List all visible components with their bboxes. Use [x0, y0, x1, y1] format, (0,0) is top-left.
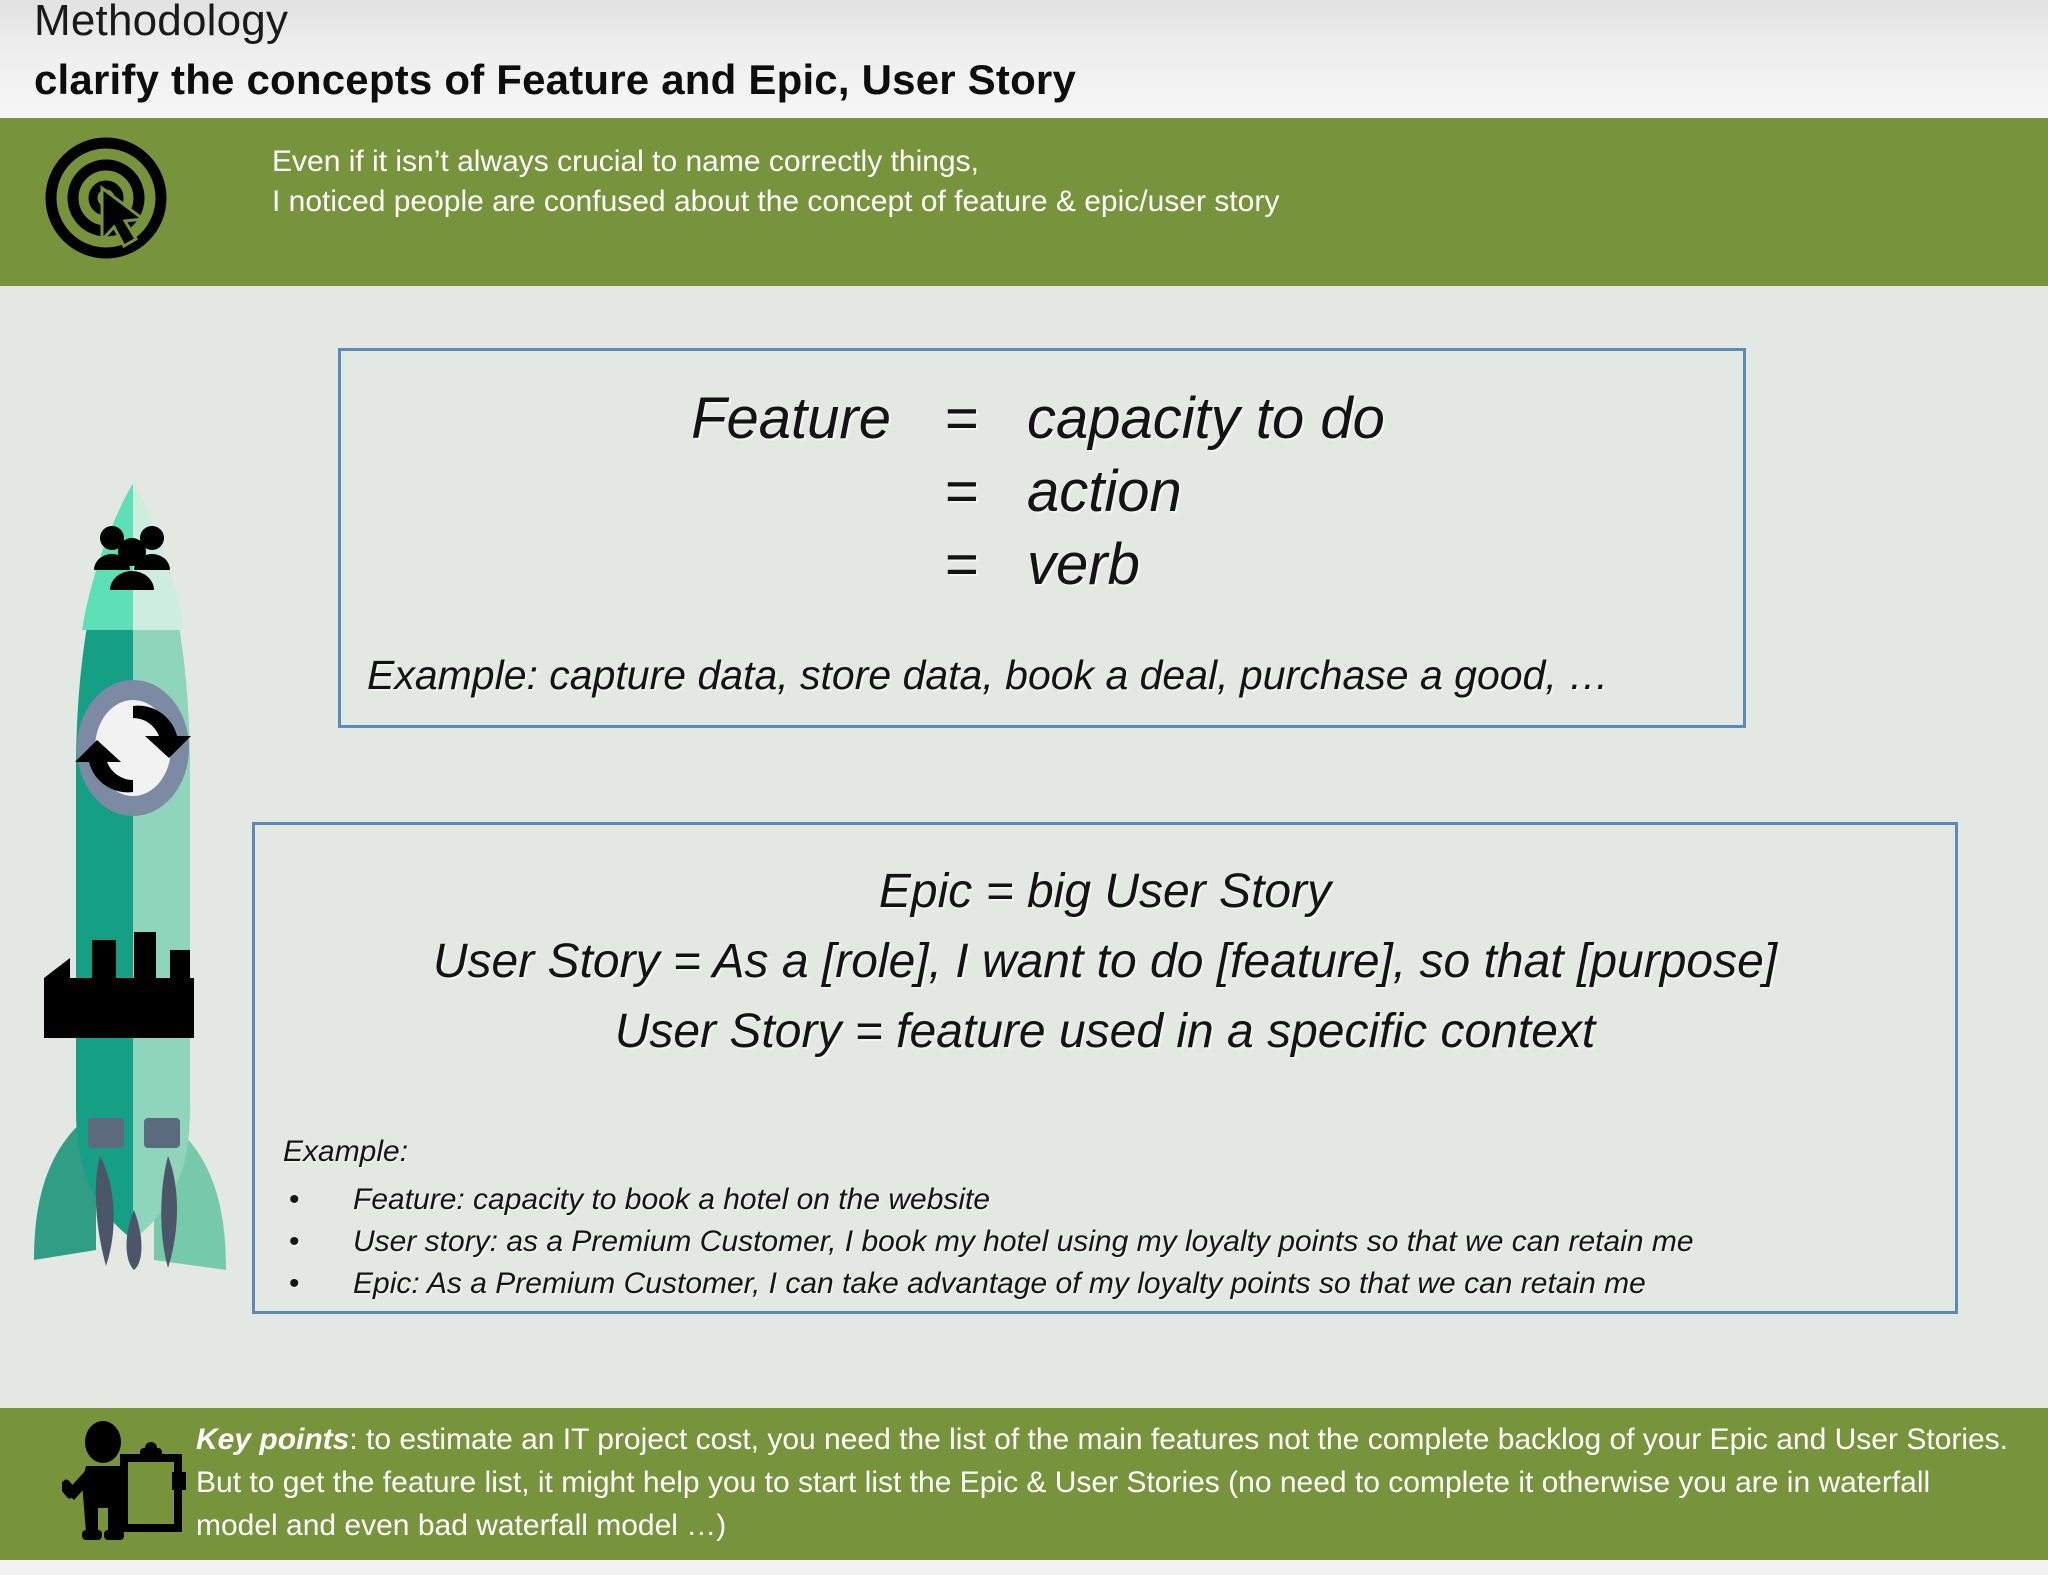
epic-definition-lines: Epic = big User Story User Story = As a …: [255, 857, 1955, 1067]
key-points-text: Key points: to estimate an IT project co…: [196, 1418, 2008, 1547]
feature-sign-2: =: [944, 459, 978, 524]
person-clipboard-icon: [58, 1420, 190, 1550]
intro-banner-line-1: Even if it isn’t always crucial to name …: [272, 145, 979, 178]
feature-term-2: [341, 458, 921, 525]
feature-sign-1: =: [944, 386, 978, 451]
list-item-text: Feature: capacity to book a hotel on the…: [353, 1183, 991, 1216]
bullet-glyph: •: [289, 1267, 300, 1300]
bullet-glyph: •: [289, 1183, 300, 1216]
rocket-nozzle-left: [88, 1118, 124, 1148]
people-icon: [94, 526, 170, 590]
feature-definition-box: Feature = capacity to do = action = verb…: [338, 348, 1746, 728]
epic-line-1: Epic = big User Story: [878, 865, 1332, 918]
rocket-body-left: [76, 484, 133, 1240]
feature-equation: Feature = capacity to do = action = verb: [341, 385, 1743, 598]
epic-example-block: Example: • Feature: capacity to book a h…: [283, 1135, 1694, 1305]
intro-banner-text: Even if it isn’t always crucial to name …: [272, 142, 1279, 222]
rocket-body-right: [133, 484, 190, 1240]
feature-value-2: action: [1027, 459, 1182, 524]
target-cursor-icon: [44, 136, 168, 260]
title-area: Methodology clarify the concepts of Feat…: [0, 0, 2048, 118]
page-title: Methodology: [34, 0, 289, 45]
epic-line-3: User Story = feature used in a specific …: [614, 1005, 1596, 1058]
footer-strip: [0, 1560, 2048, 1575]
feature-value-1: capacity to do: [1027, 386, 1385, 451]
list-item-text: Epic: As a Premium Customer, I can take …: [353, 1267, 1646, 1300]
epic-line-2: User Story = As a [role], I want to do […: [432, 935, 1778, 988]
rocket-flame-left: [95, 1156, 114, 1266]
list-item: • Epic: As a Premium Customer, I can tak…: [283, 1263, 1694, 1305]
epic-example-label: Example:: [283, 1135, 409, 1168]
list-item-text: User story: as a Premium Customer, I boo…: [353, 1225, 1694, 1258]
epic-example-list: • Feature: capacity to book a hotel on t…: [283, 1179, 1694, 1305]
feature-term-1: Feature: [691, 386, 891, 451]
key-points-line-2: But to get the feature list, it might he…: [196, 1466, 1931, 1499]
feature-value-3: verb: [1027, 532, 1140, 597]
rocket-flame-center: [126, 1210, 142, 1270]
key-points-line-1-rest: : to estimate an IT project cost, you ne…: [349, 1423, 2009, 1456]
feature-example: Example: capture data, store data, book …: [367, 652, 1610, 698]
key-points-line-3: model and even bad waterfall model …): [196, 1509, 727, 1542]
rocket-nozzle-right: [144, 1118, 180, 1148]
epic-userstory-box: Epic = big User Story User Story = As a …: [252, 822, 1958, 1314]
rocket-flame-right: [161, 1156, 177, 1268]
feature-term-3: [341, 531, 921, 598]
intro-banner: Even if it isn’t always crucial to name …: [0, 118, 2048, 286]
list-item: • Feature: capacity to book a hotel on t…: [283, 1179, 1694, 1221]
page-subtitle: clarify the concepts of Feature and Epic…: [34, 56, 1077, 103]
list-item: • User story: as a Premium Customer, I b…: [283, 1221, 1694, 1263]
key-points-line-1: Key points: to estimate an IT project co…: [196, 1418, 2008, 1461]
factory-icon: [44, 932, 194, 1038]
intro-banner-line-2: I noticed people are confused about the …: [272, 185, 1280, 218]
key-points-banner: Key points: to estimate an IT project co…: [0, 1408, 2048, 1560]
sync-refresh-icon: [75, 705, 191, 793]
bullet-glyph: •: [289, 1225, 300, 1258]
rocket-illustration: [30, 470, 250, 1270]
feature-sign-3: =: [944, 532, 978, 597]
key-points-label: Key points: [196, 1423, 350, 1456]
